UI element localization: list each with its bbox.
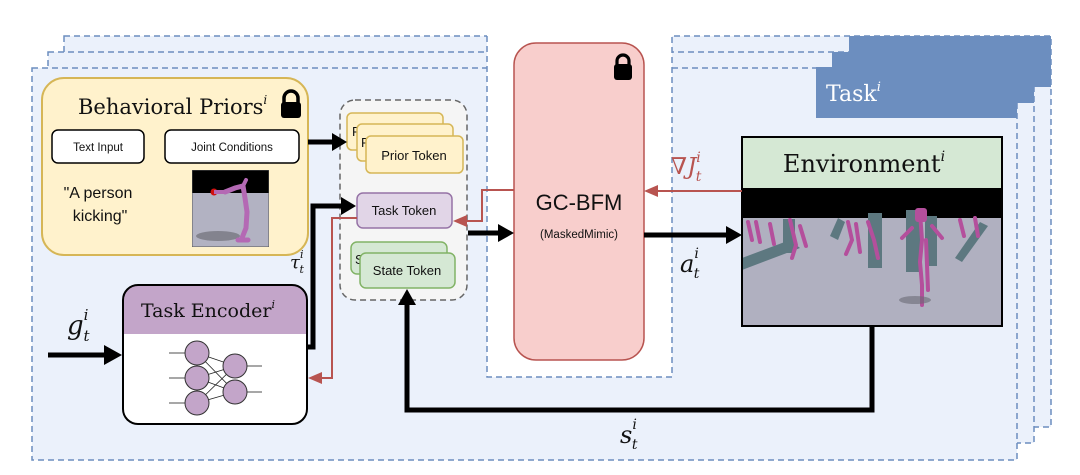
arrow-tokens-to-model bbox=[468, 224, 514, 242]
environment-image bbox=[742, 188, 1002, 326]
task-token bbox=[356, 192, 453, 229]
gradient-arrow-task-token-to-encoder bbox=[308, 217, 357, 384]
gc-bfm-subtitle: (MaskedMimic) bbox=[540, 229, 618, 241]
task-header bbox=[816, 67, 1017, 118]
arrow-encoder-to-task-token bbox=[307, 197, 356, 350]
neural-network-icon bbox=[169, 340, 262, 416]
text-input-box bbox=[51, 129, 145, 164]
gradient-arrow-env-to-model bbox=[644, 185, 742, 197]
environment-title: Environmenti bbox=[783, 149, 945, 178]
gc-bfm-container bbox=[513, 42, 645, 361]
task-encoder-body bbox=[123, 334, 307, 424]
gc-bfm-title: GC-BFM bbox=[536, 190, 623, 215]
gc-bfm-box: GC-BFM (MaskedMimic) bbox=[513, 42, 645, 361]
task-label: Taski bbox=[826, 80, 881, 107]
arrow-model-to-environment bbox=[644, 226, 742, 244]
token-group: Prior Token Prior Token Prior Token Task… bbox=[339, 99, 468, 301]
task-encoder-header bbox=[123, 285, 307, 334]
task-encoder-box: Task Encoderi bbox=[122, 284, 308, 425]
flow-arrows bbox=[48, 133, 875, 413]
behavioral-priors-title: Behavioral Priorsi bbox=[78, 93, 267, 119]
prior-token-label: Prior Token bbox=[381, 148, 447, 163]
shared-model-region-border bbox=[486, 36, 673, 378]
environment-box: Environmenti bbox=[741, 136, 1003, 327]
gradient-arrow-model-to-task-token bbox=[453, 189, 514, 227]
example-text-line-1: "A person bbox=[64, 185, 133, 202]
state-token bbox=[359, 252, 456, 289]
joint-conditions-box bbox=[164, 129, 300, 164]
task-encoder-border bbox=[122, 284, 308, 425]
lock-icon bbox=[614, 53, 632, 80]
prior-token bbox=[365, 135, 464, 174]
task-encoder-title: Task Encoderi bbox=[141, 298, 275, 322]
joint-conditions-label: Joint Conditions bbox=[191, 142, 273, 154]
text-input-label: Text Input bbox=[73, 142, 124, 154]
arrow-priors-to-prior-tokens bbox=[308, 133, 347, 151]
kicking-humanoid-image bbox=[192, 170, 269, 247]
arrow-state-feedback bbox=[398, 289, 875, 413]
gradient-arrows bbox=[308, 185, 742, 384]
example-text-line-2: kicking" bbox=[73, 208, 128, 225]
state-token-label: State Token bbox=[373, 263, 441, 278]
environment-header bbox=[742, 137, 1002, 188]
arrow-goal-to-encoder bbox=[48, 345, 122, 365]
task-token-label: Task Token bbox=[372, 203, 437, 218]
lock-icon bbox=[281, 89, 301, 118]
behavioral-priors-box: Behavioral Priorsi Text Input Joint Cond… bbox=[41, 77, 309, 256]
